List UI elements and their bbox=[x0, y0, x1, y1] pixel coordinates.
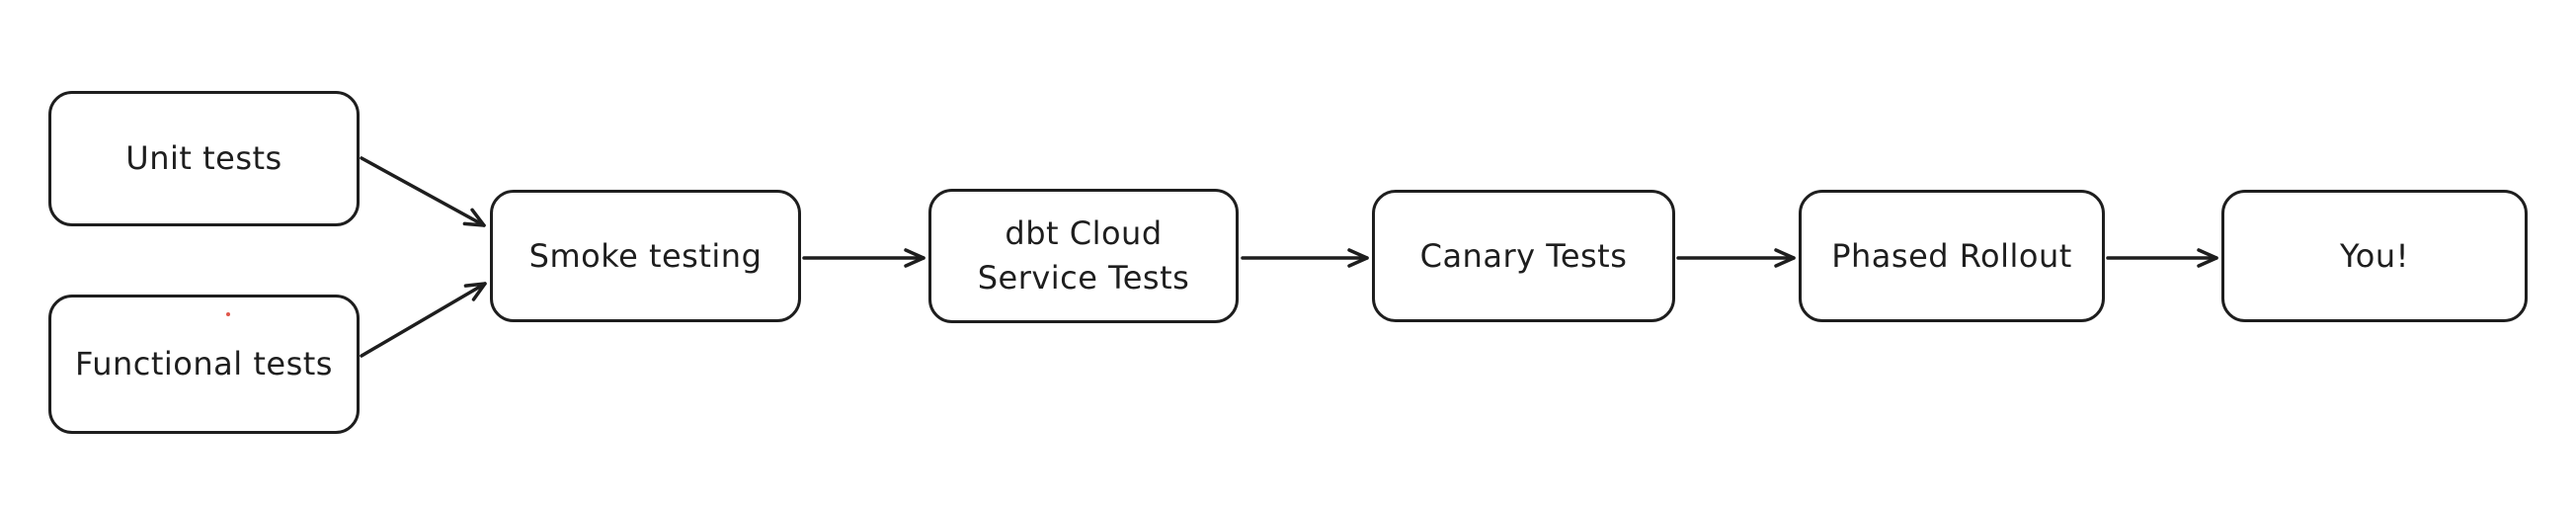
node-you-label: You! bbox=[2340, 236, 2409, 275]
node-phased-rollout: Phased Rollout bbox=[1799, 190, 2105, 322]
node-smoke-testing: Smoke testing bbox=[490, 190, 801, 322]
node-smoke-testing-label: Smoke testing bbox=[528, 236, 763, 275]
node-unit-tests-label: Unit tests bbox=[125, 139, 282, 178]
node-functional-tests: Functional tests bbox=[48, 295, 360, 434]
node-dbt-cloud-service-tests-label: dbt Cloud Service Tests bbox=[977, 214, 1190, 297]
node-dbt-cloud-service-tests: dbt Cloud Service Tests bbox=[928, 189, 1239, 323]
node-canary-tests-label: Canary Tests bbox=[1419, 236, 1628, 275]
arrow-functional-tests-to-smoke-testing bbox=[360, 282, 487, 358]
arrow-unit-tests-to-smoke-testing bbox=[360, 156, 486, 227]
node-unit-tests: Unit tests bbox=[48, 91, 360, 226]
node-functional-tests-label: Functional tests bbox=[75, 345, 333, 383]
node-canary-tests: Canary Tests bbox=[1372, 190, 1675, 322]
node-phased-rollout-label: Phased Rollout bbox=[1831, 236, 2072, 275]
node-you: You! bbox=[2221, 190, 2528, 322]
red-dot-artifact bbox=[226, 312, 230, 316]
